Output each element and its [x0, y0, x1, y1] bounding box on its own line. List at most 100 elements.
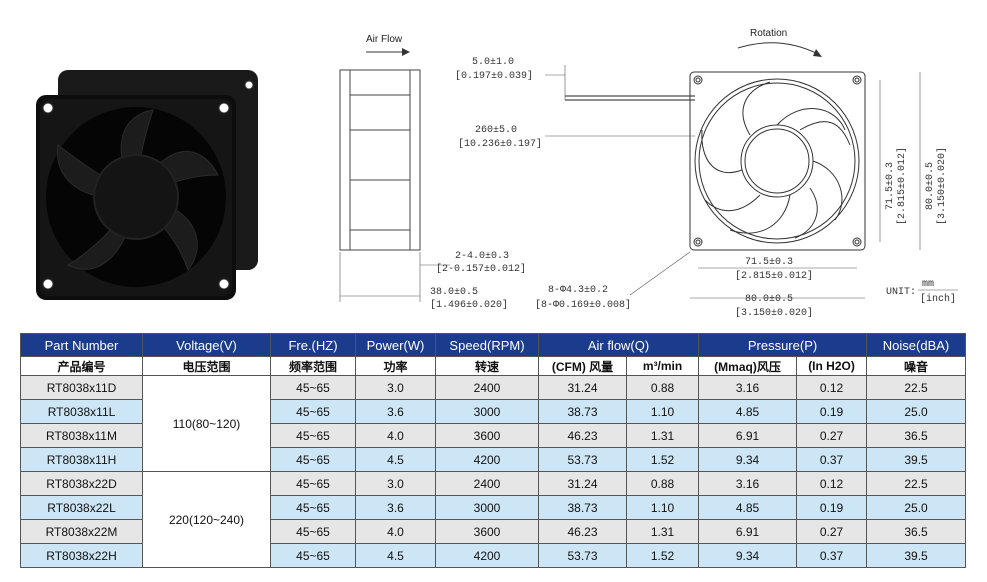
dim-screw-inch: [2-0.157±0.012]	[436, 263, 526, 275]
cell-speed: 3600	[435, 423, 539, 448]
dim-width-inch: [3.150±0.020]	[735, 307, 813, 319]
dim-width: 80.0±0.5	[745, 294, 793, 305]
col-speed: Speed(RPM)	[435, 333, 539, 357]
cell-m3: 1.10	[625, 399, 700, 424]
cell-speed: 2400	[435, 471, 539, 496]
col-speed-cn: 转速	[435, 356, 539, 376]
cell-inh2o: 0.37	[796, 447, 868, 472]
col-m3min-cn: m³/min	[625, 356, 700, 376]
cell-freq: 45~65	[270, 399, 356, 424]
cell-mmaq: 9.34	[698, 447, 798, 472]
col-voltage: Voltage(V)	[142, 333, 271, 357]
dim-wire-length: 260±5.0	[475, 125, 517, 136]
cell-inh2o: 0.12	[796, 375, 868, 400]
cell-noise: 36.5	[866, 519, 967, 544]
cell-noise: 25.0	[866, 495, 967, 520]
cell-speed: 3000	[435, 495, 539, 520]
cell-m3: 1.31	[625, 519, 700, 544]
dim-wire-strip-inch: [0.197±0.039]	[455, 70, 533, 82]
cell-noise: 39.5	[866, 447, 967, 472]
cell-m3: 0.88	[625, 471, 700, 496]
dim-holes-inch: [8-Φ0.169±0.008]	[535, 299, 631, 311]
col-noise-cn: 噪音	[866, 356, 967, 376]
cell-power: 4.0	[355, 423, 436, 448]
spec-table: Part Number Voltage(V) Fre.(HZ) Power(W)…	[20, 333, 967, 568]
dim-wire-strip: 5.0±1.0	[472, 57, 514, 68]
dim-screw: 2-4.0±0.3	[455, 251, 509, 262]
cell-m3: 1.31	[625, 423, 700, 448]
col-part-number: Part Number	[20, 333, 143, 357]
dimension-drawing: Air Flow 38.0±0.5 [1.496±0.020] 2-4.0±0.…	[339, 28, 958, 319]
dim-wire-length-inch: [10.236±0.197]	[458, 138, 542, 150]
cell-cfm: 46.23	[538, 519, 627, 544]
col-noise: Noise(dBA)	[866, 333, 967, 357]
cell-power: 3.0	[355, 471, 436, 496]
cell-mmaq: 6.91	[698, 519, 798, 544]
col-frequency: Fre.(HZ)	[270, 333, 356, 357]
cell-cfm: 53.73	[538, 543, 627, 568]
col-airflow: Air flow(Q)	[537, 333, 700, 357]
cell-cfm: 38.73	[538, 399, 627, 424]
unit-mm: mm	[922, 279, 934, 290]
cell-cfm: 31.24	[538, 471, 627, 496]
cell-freq: 45~65	[270, 375, 356, 400]
dim-pitch-v: 71.5±0.3	[885, 162, 896, 210]
cell-m3: 1.10	[625, 495, 700, 520]
cell-part: RT8038x11L	[20, 399, 143, 424]
front-view	[689, 71, 866, 251]
cell-freq: 45~65	[270, 519, 356, 544]
dim-pitch-h: 71.5±0.3	[745, 257, 793, 268]
cell-speed: 3000	[435, 399, 539, 424]
dim-height-inch: [3.150±0.020]	[936, 147, 948, 225]
cell-power: 4.5	[355, 447, 436, 472]
fan-photo	[36, 70, 258, 300]
cell-cfm: 46.23	[538, 423, 627, 448]
cell-part: RT8038x22H	[20, 543, 143, 568]
voltage-range-cell: 110(80~120)	[142, 375, 271, 472]
cell-speed: 2400	[435, 375, 539, 400]
cell-part: RT8038x11M	[20, 423, 143, 448]
cell-freq: 45~65	[270, 447, 356, 472]
cell-noise: 22.5	[866, 375, 967, 400]
cell-freq: 45~65	[270, 543, 356, 568]
col-power-cn: 功率	[355, 356, 436, 376]
cell-power: 3.0	[355, 375, 436, 400]
cell-power: 3.6	[355, 495, 436, 520]
cell-noise: 36.5	[866, 423, 967, 448]
cell-cfm: 31.24	[538, 375, 627, 400]
cell-part: RT8038x22L	[20, 495, 143, 520]
cell-m3: 1.52	[625, 447, 700, 472]
dim-pitch-h-inch: [2.815±0.012]	[735, 270, 813, 282]
cell-mmaq: 4.85	[698, 495, 798, 520]
cell-speed: 3600	[435, 519, 539, 544]
airflow-label: Air Flow	[366, 34, 403, 45]
cell-power: 4.5	[355, 543, 436, 568]
cell-inh2o: 0.12	[796, 471, 868, 496]
cell-freq: 45~65	[270, 423, 356, 448]
cell-inh2o: 0.37	[796, 543, 868, 568]
col-voltage-cn: 电压范围	[142, 356, 271, 376]
cell-mmaq: 9.34	[698, 543, 798, 568]
dim-height: 80.0±0.5	[925, 162, 936, 210]
cell-noise: 39.5	[866, 543, 967, 568]
cell-freq: 45~65	[270, 471, 356, 496]
col-power: Power(W)	[355, 333, 436, 357]
dim-depth-inch: [1.496±0.020]	[430, 299, 508, 311]
cell-inh2o: 0.19	[796, 495, 868, 520]
cell-part: RT8038x22M	[20, 519, 143, 544]
cell-part: RT8038x11H	[20, 447, 143, 472]
cell-cfm: 53.73	[538, 447, 627, 472]
dim-depth: 38.0±0.5	[430, 287, 478, 298]
col-inh2o-cn: (In H2O)	[796, 356, 868, 376]
cell-inh2o: 0.27	[796, 519, 868, 544]
cell-noise: 25.0	[866, 399, 967, 424]
cell-cfm: 38.73	[538, 495, 627, 520]
